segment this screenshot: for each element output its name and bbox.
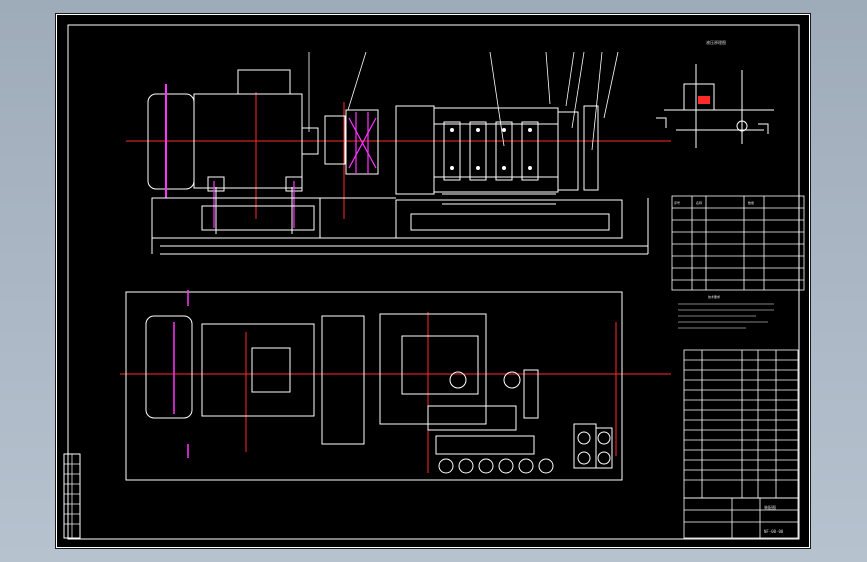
drawing-code: NF-00-00	[764, 529, 784, 534]
plan-circles	[438, 371, 611, 474]
outer-frame	[56, 14, 810, 548]
technical-notes	[678, 303, 774, 329]
table-header-b: 名称	[696, 200, 702, 205]
motor-elevation	[147, 69, 319, 234]
table-header-c: 数量	[748, 200, 754, 205]
diagram-label: 液压原理图	[706, 39, 726, 45]
left-strip-lines	[64, 454, 80, 538]
pump-elevation	[324, 105, 599, 205]
bom-table	[683, 349, 799, 499]
parts-table	[671, 195, 805, 291]
cad-drawing: 液压原理图 序号 名称 数量	[56, 14, 810, 548]
table-header-a: 序号	[674, 200, 680, 205]
plan-view	[125, 291, 623, 481]
plan-magenta	[173, 290, 189, 458]
base-frame	[151, 197, 649, 255]
inner-frame	[67, 24, 800, 540]
title-block	[683, 497, 799, 539]
hydraulic-schematic	[656, 64, 774, 148]
top-callouts	[308, 51, 619, 151]
drawing-canvas[interactable]: 液压原理图 序号 名称 数量	[56, 14, 810, 548]
title-block-label: 装配图	[764, 504, 776, 510]
notes-title: 技术要求	[708, 294, 720, 299]
schematic-red-mark	[698, 96, 710, 104]
